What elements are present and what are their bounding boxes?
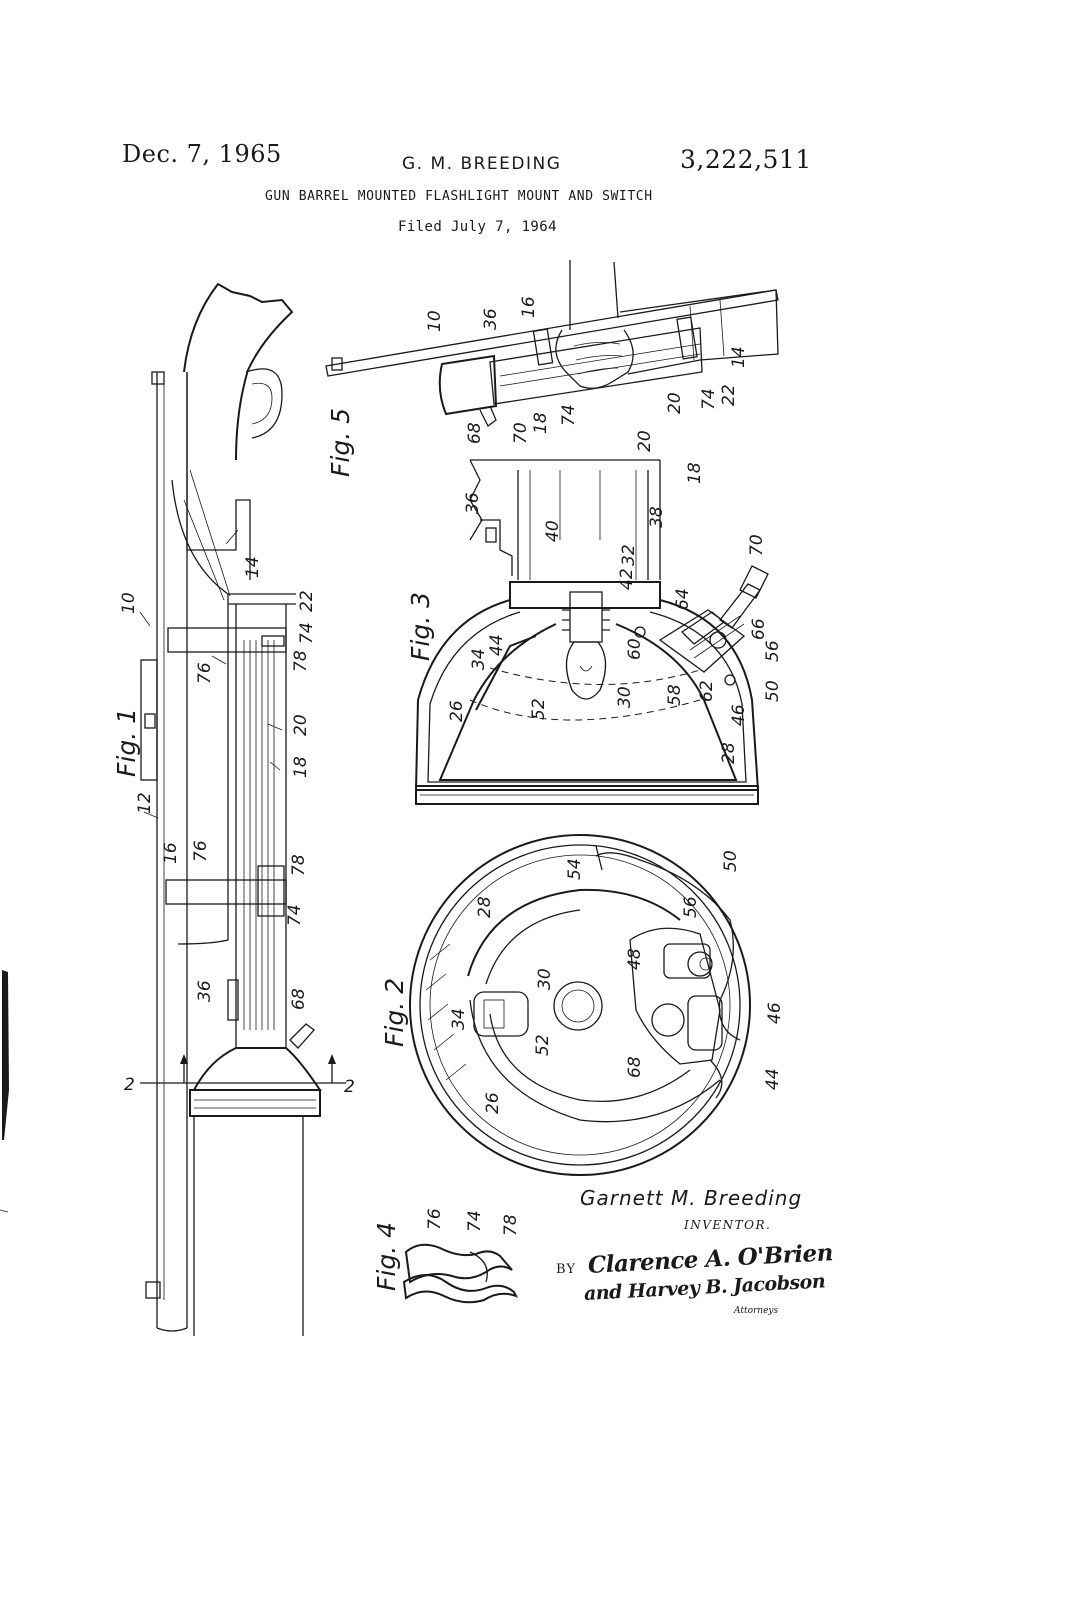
by-label: BY [556, 1262, 576, 1277]
ref-label: 68 [625, 1056, 645, 1078]
ref-label: 56 [681, 896, 701, 918]
ref-label: 34 [449, 1008, 469, 1030]
fig2-drawing [409, 834, 751, 1176]
ref-label: 46 [765, 1002, 785, 1024]
inventor-header: G. M. BREEDING [402, 154, 562, 174]
ref-label: 18 [685, 462, 705, 484]
ref-label: 44 [487, 634, 507, 656]
ref-label: 52 [529, 698, 549, 720]
fig4-drawing [402, 1243, 519, 1304]
fig5-reference-numerals: 10 14 16 18 20 22 36 68 70 74 74 [425, 296, 749, 444]
ref-label: 50 [763, 680, 783, 702]
ref-label: 2 [124, 1075, 135, 1095]
filed-date: Filed July 7, 1964 [398, 219, 557, 235]
ref-label: 32 [619, 544, 639, 566]
ref-label: 28 [475, 896, 495, 918]
ref-label: 20 [291, 714, 311, 736]
inventor-name: Garnett M. Breeding [580, 1186, 803, 1210]
ref-label: 44 [763, 1068, 783, 1090]
fig4-reference-numerals: 76 74 78 [425, 1208, 521, 1236]
ref-label: 70 [511, 422, 531, 444]
ref-label: 74 [699, 388, 719, 410]
ref-label: 36 [195, 980, 215, 1002]
ref-label: 18 [291, 756, 311, 778]
ref-label: 34 [469, 648, 489, 670]
ref-label: 78 [289, 854, 309, 876]
ref-label: 26 [447, 700, 467, 722]
ref-label: 36 [463, 492, 483, 514]
ref-label: 76 [191, 840, 211, 862]
scan-edge-marks [0, 970, 9, 1213]
ref-label: 36 [481, 308, 501, 330]
ref-label: 52 [533, 1034, 553, 1056]
fig4-caption: Fig. 4 [372, 1222, 401, 1291]
ref-label: 12 [135, 792, 155, 814]
ref-label: 68 [465, 422, 485, 444]
fig5-caption: Fig. 5 [326, 408, 355, 477]
patent-date: Dec. 7, 1965 [122, 140, 282, 168]
ref-label: 46 [729, 704, 749, 726]
ref-label: 50 [721, 850, 741, 872]
ref-label: 56 [763, 640, 783, 662]
fig2-caption: Fig. 2 [380, 978, 409, 1047]
ref-label: 68 [289, 988, 309, 1010]
fig3-caption: Fig. 3 [406, 592, 435, 661]
ref-label: 48 [625, 948, 645, 970]
ref-label: 20 [665, 392, 685, 414]
fig1-reference-numerals: 10 12 14 16 18 20 22 74 76 78 76 78 74 3… [119, 556, 355, 1097]
ref-label: 74 [465, 1210, 485, 1232]
ref-label: 22 [297, 590, 317, 612]
ref-label: 78 [501, 1214, 521, 1236]
ref-label: 70 [747, 534, 767, 556]
ref-label: 14 [243, 556, 263, 578]
ref-label: 30 [535, 968, 555, 990]
ref-label: 26 [483, 1092, 503, 1114]
patent-title: GUN BARREL MOUNTED FLASHLIGHT MOUNT AND … [265, 189, 653, 204]
ref-label: 74 [559, 404, 579, 426]
ref-label: 74 [297, 622, 317, 644]
ref-label: 54 [565, 858, 585, 880]
ref-label: 38 [647, 506, 667, 528]
fig3-drawing [414, 459, 769, 805]
ref-label: 42 [617, 568, 637, 590]
attorneys-label: Attorneys [734, 1306, 779, 1316]
ref-label: 60 [625, 638, 645, 660]
fig5-drawing [325, 260, 779, 427]
fig2-reference-numerals: 26 28 30 34 44 46 48 50 52 54 56 68 [449, 850, 785, 1114]
fig3-reference-numerals: 18 20 26 28 30 32 34 36 38 40 42 44 46 5… [447, 430, 783, 764]
ref-label: 76 [425, 1208, 445, 1230]
ref-label: 74 [285, 904, 305, 926]
ref-label: 20 [635, 430, 655, 452]
ref-label: 66 [749, 618, 769, 640]
ref-label: 28 [719, 742, 739, 764]
ref-label: 64 [673, 588, 693, 610]
ref-label: 78 [291, 650, 311, 672]
fig1-drawing [139, 282, 346, 1336]
ref-label: 30 [615, 686, 635, 708]
ref-label: 2 [344, 1077, 355, 1097]
ref-label: 62 [697, 680, 717, 702]
ref-label: 58 [665, 684, 685, 706]
ref-label: 16 [519, 296, 539, 318]
ref-label: 16 [161, 842, 181, 864]
ref-label: 40 [543, 520, 563, 542]
ref-label: 10 [119, 592, 139, 614]
ref-label: 22 [719, 384, 739, 406]
ref-label: 18 [531, 412, 551, 434]
inventor-label: INVENTOR. [684, 1218, 772, 1232]
ref-label: 14 [729, 346, 749, 368]
fig1-caption: Fig. 1 [112, 708, 141, 777]
patent-number: 3,222,511 [680, 145, 812, 174]
ref-label: 10 [425, 310, 445, 332]
ref-label: 76 [195, 662, 215, 684]
